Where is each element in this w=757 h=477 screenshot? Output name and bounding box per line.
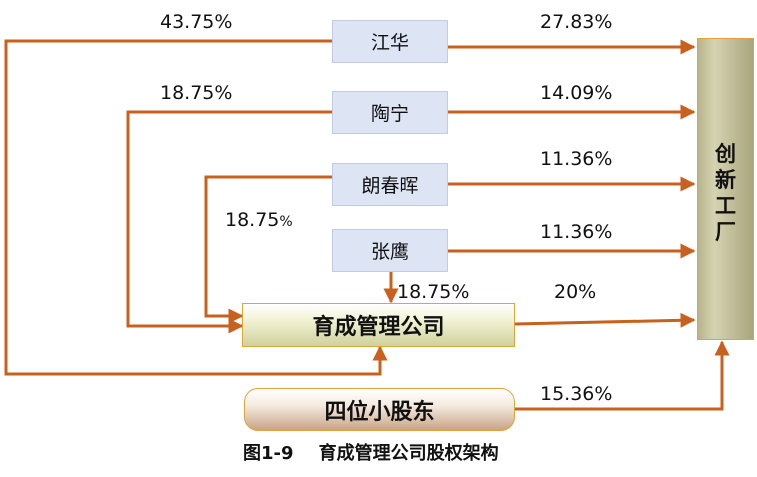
company-yucheng: 育成管理公司 — [242, 303, 515, 347]
company-chuangxin-char: 创 — [715, 142, 736, 166]
arrow-taoning-to-yucheng — [126, 110, 332, 334]
arrow-yucheng-to-chuangxin — [514, 312, 696, 328]
company-chuangxin-char: 新 — [715, 168, 736, 192]
company-chuangxin-char: 厂 — [715, 220, 736, 244]
arrow-jianghua-to-yucheng — [4, 39, 388, 376]
pct-jianghua-to-yucheng: 43.75% — [160, 11, 233, 33]
company-chuangxin-char: 工 — [715, 194, 736, 218]
pct-jianghua-to-chuangxin: 27.83% — [540, 11, 613, 33]
shareholder-four-small: 四位小股东 — [244, 388, 515, 431]
shareholder-zhangying: 张鹰 — [332, 229, 448, 272]
figure-caption: 图1-9 育成管理公司股权架构 — [243, 443, 499, 464]
company-chuangxin: 创 新 工 厂 — [697, 38, 754, 340]
pct-taoning-to-chuangxin: 14.09% — [540, 82, 613, 104]
pct-four-small-to-chuangxin: 15.36% — [540, 383, 613, 405]
pct-langchunhui-to-chuangxin: 11.36% — [540, 148, 613, 170]
pct-zhangying-to-yucheng: 18.75% — [397, 281, 470, 303]
pct-langchunhui-to-yucheng-unit: % — [279, 214, 293, 230]
shareholder-langchunhui: 朗春晖 — [332, 163, 448, 206]
shareholder-jianghua: 江华 — [332, 20, 448, 63]
pct-yucheng-to-chuangxin: 20% — [554, 281, 597, 303]
arrow-four-small-to-chuangxin — [515, 340, 730, 411]
pct-taoning-to-yucheng: 18.75% — [160, 82, 233, 104]
pct-zhangying-to-chuangxin: 11.36% — [540, 221, 613, 243]
pct-langchunhui-to-yucheng: 18.75% — [225, 211, 293, 230]
shareholder-taoning: 陶宁 — [332, 91, 448, 134]
arrow-langchunhui-to-yucheng — [204, 175, 332, 324]
pct-langchunhui-to-yucheng-number: 18.75 — [225, 209, 280, 231]
